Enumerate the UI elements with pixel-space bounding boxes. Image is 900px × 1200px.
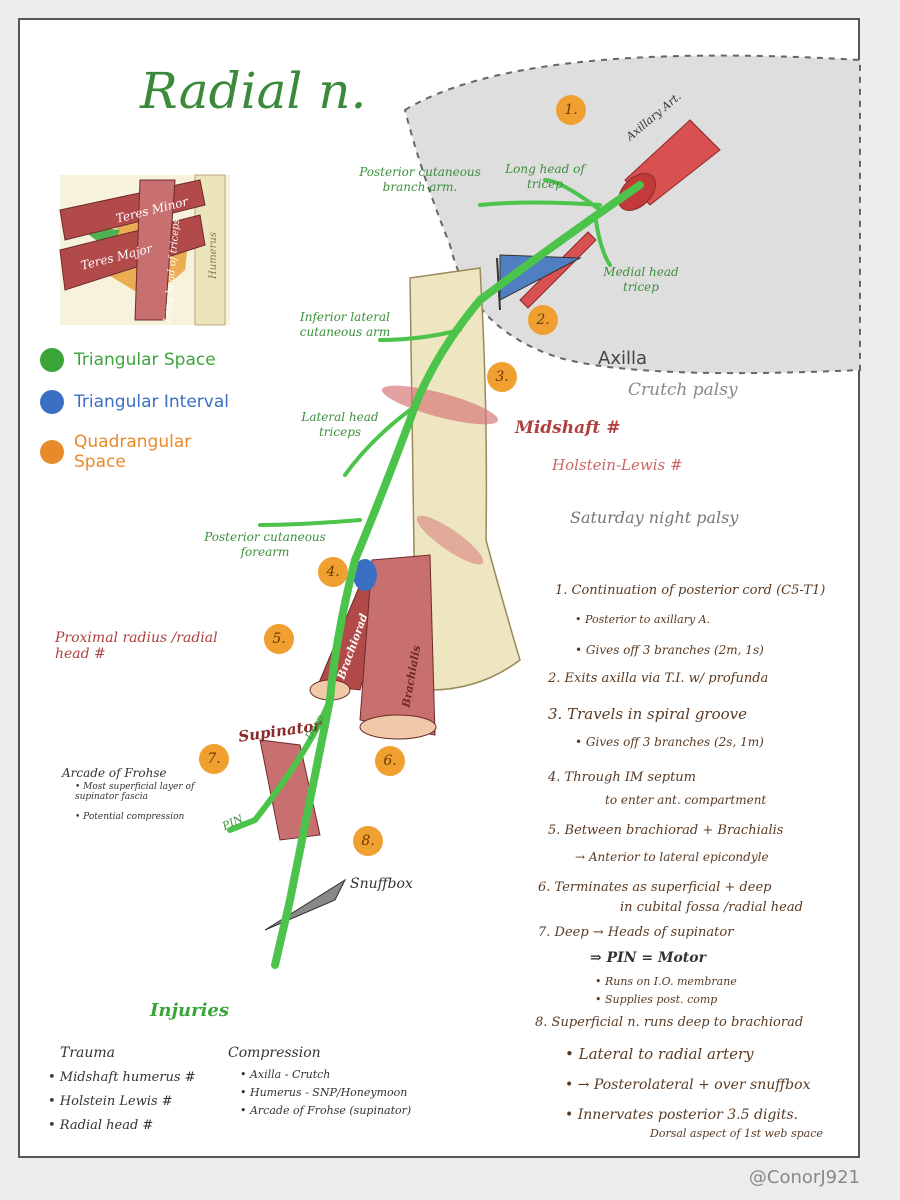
badge-2: 2. (528, 305, 558, 335)
page-title: Radial n. (140, 62, 367, 120)
note-line: ⇒ PIN = Motor (590, 950, 706, 966)
triangular-space-swatch (40, 348, 64, 372)
label-inferior-lateral-cutaneous: Inferior lateral cutaneous arm (299, 310, 391, 339)
note-line: • Supplies post. comp (595, 993, 718, 1006)
trauma-item: • Midshaft humerus # (48, 1070, 196, 1085)
label-medial-head-tricep: Medial head tricep (603, 265, 679, 294)
badge-5: 5. (264, 624, 294, 654)
badge-4: 4. (318, 557, 348, 587)
label-saturday-night-palsy: Saturday night palsy (570, 508, 739, 527)
legend-triangular-interval: Triangular Interval (40, 390, 229, 414)
legend-label: Quadrangular Space (74, 432, 192, 472)
note-line: in cubital fossa /radial head (620, 900, 803, 915)
note-line: 6. Terminates as superficial + deep (538, 880, 772, 895)
note-line: • Runs on I.O. membrane (595, 975, 737, 988)
badge-6: 6. (375, 746, 405, 776)
note-line: 1. Continuation of posterior cord (C5-T1… (555, 583, 826, 598)
legend-quadrangular-space: Quadrangular Space (40, 432, 194, 472)
label-arcade-of-frohse: Arcade of Frohse (62, 766, 167, 780)
radial-nerve (227, 178, 644, 969)
label-crutch-palsy: Crutch palsy (628, 380, 738, 400)
snuffbox-triangle (264, 878, 347, 931)
label-snuffbox: Snuffbox (350, 876, 413, 892)
badge-8: 8. (353, 826, 383, 856)
label-holstein-lewis: Holstein-Lewis # (552, 456, 683, 474)
note-line: 4. Through IM septum (548, 770, 697, 785)
inset-label-humerus: Humerus (207, 232, 219, 279)
injuries-title: Injuries (150, 1000, 230, 1021)
label-proximal-radius-fracture: Proximal radius /radial head # (55, 630, 218, 662)
note-line: 7. Deep → Heads of supinator (538, 925, 734, 940)
triangular-interval-swatch (40, 390, 64, 414)
legend-label: Triangular Interval (74, 392, 229, 412)
inset-quadrangular-space (59, 174, 230, 326)
holstein-lewis-fracture-mark (416, 515, 484, 565)
label-arcade-detail-2: • Potential compression (75, 812, 185, 822)
note-line: 2. Exits axilla via T.I. w/ profunda (548, 671, 769, 686)
badge-7: 7. (199, 744, 229, 774)
compression-title: Compression (228, 1045, 321, 1061)
author-credit: @ConorJ921 (748, 1167, 860, 1188)
trauma-item: • Radial head # (48, 1118, 154, 1133)
note-line: • Innervates posterior 3.5 digits. (565, 1107, 799, 1123)
note-line: • Gives off 3 branches (2m, 1s) (575, 643, 764, 657)
note-line: • → Posterolateral + over snuffbox (565, 1077, 811, 1093)
note-line: • Lateral to radial artery (565, 1045, 754, 1063)
badge-1: 1. (556, 95, 586, 125)
humerus-bone (409, 267, 521, 691)
label-posterior-cutaneous-forearm: Posterior cutaneous forearm (204, 530, 326, 559)
label-midshaft-fracture: Midshaft # (515, 418, 621, 438)
label-posterior-cutaneous-arm: Posterior cutaneous branch arm. (359, 165, 481, 194)
label-arcade-detail-1: • Most superficial layer of supinator fa… (75, 782, 195, 802)
note-line: 8. Superficial n. runs deep to brachiora… (535, 1015, 804, 1030)
badge-3: 3. (487, 362, 517, 392)
note-line: • Gives off 3 branches (2s, 1m) (575, 735, 764, 749)
midshaft-fracture-mark (381, 385, 499, 425)
axillary-artery (519, 119, 721, 309)
note-line: → Anterior to lateral epicondyle (575, 850, 769, 864)
legend-label: Triangular Space (74, 350, 216, 370)
label-axilla: Axilla (598, 348, 647, 369)
note-line: 3. Travels in spiral groove (548, 705, 747, 723)
label-lateral-head-triceps: Lateral head triceps (301, 410, 379, 439)
compression-item: • Arcade of Frohse (supinator) (240, 1104, 412, 1117)
trauma-item: • Holstein Lewis # (48, 1094, 173, 1109)
compression-item: • Humerus - SNP/Honeymoon (240, 1086, 408, 1099)
note-line: Dorsal aspect of 1st web space (650, 1127, 823, 1140)
compression-item: • Axilla - Crutch (240, 1068, 331, 1081)
label-long-head-tricep: Long head of tricep (505, 162, 585, 191)
im-septum (353, 559, 377, 591)
axilla-region (403, 54, 861, 375)
legend-triangular-space: Triangular Space (40, 348, 216, 372)
note-line: to enter ant. compartment (605, 793, 767, 807)
trauma-title: Trauma (60, 1045, 116, 1061)
quadrangular-space-swatch (40, 440, 64, 464)
note-line: • Posterior to axillary A. (575, 613, 711, 626)
note-line: 5. Between brachiorad + Brachialis (548, 823, 784, 838)
